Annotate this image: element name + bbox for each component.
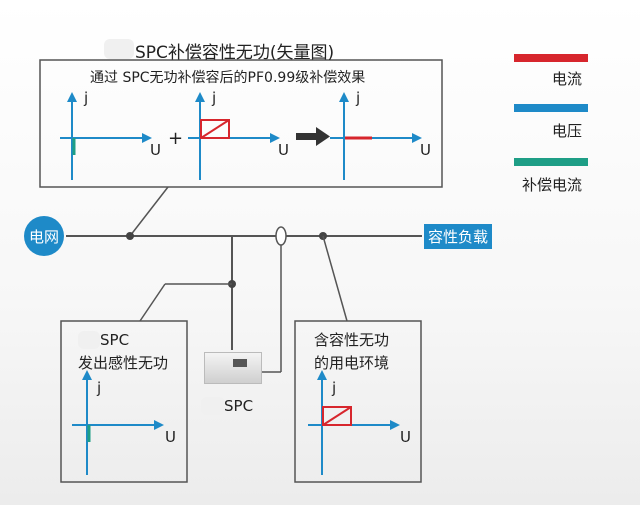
- axis-u-label: U: [400, 428, 411, 446]
- env-leader: [322, 235, 348, 322]
- top-vector-box: [39, 59, 443, 188]
- axis-j-label: j: [332, 379, 337, 397]
- spc-device-label: SPC: [224, 397, 254, 415]
- spc-device-image: [204, 352, 262, 384]
- grid-node: 电网: [24, 216, 64, 256]
- axis-j-label: j: [84, 89, 89, 107]
- ct-sensor: [275, 226, 287, 246]
- vector-panel-load: [188, 92, 280, 180]
- axis-j-label: j: [356, 89, 361, 107]
- axis-j-label: j: [97, 379, 102, 397]
- vector-panel-spc: [72, 370, 164, 475]
- device-screen: [233, 359, 247, 367]
- vector-panel-before: [60, 92, 152, 180]
- logo-placeholder: [78, 331, 100, 349]
- junction-dot: [126, 232, 134, 240]
- spc-box-line1: SPC: [100, 331, 130, 349]
- env-box-line1: 含容性无功: [314, 331, 390, 349]
- axis-u-label: U: [165, 428, 176, 446]
- logo-placeholder: [104, 39, 134, 59]
- diagram-title: SPC补偿容性无功(矢量图): [135, 43, 335, 63]
- capacitive-load-label: 容性负载: [424, 224, 493, 249]
- diagram-subtitle: 通过 SPC无功补偿容后的PF0.99级补偿效果: [90, 70, 366, 86]
- top-box-leader: [129, 186, 169, 237]
- legend-swatch-current: [514, 54, 588, 62]
- axis-u-label: U: [278, 141, 289, 159]
- legend-label-voltage: 电压: [552, 122, 583, 140]
- legend-swatch-comp: [514, 158, 588, 166]
- spc-box-line2: 发出感性无功: [78, 354, 169, 372]
- env-box: [294, 320, 422, 483]
- result-arrow: [296, 127, 330, 146]
- legend-label-current: 电流: [552, 70, 583, 88]
- env-box-line2: 的用电环境: [314, 354, 390, 372]
- spc-box-leader: [139, 283, 166, 322]
- legend-label-compensation: 补偿电流: [522, 176, 583, 194]
- vector-panel-env: [308, 370, 400, 475]
- axis-u-label: U: [150, 141, 161, 159]
- logo-placeholder: [201, 397, 225, 415]
- vector-panel-after: [330, 92, 422, 180]
- axis-j-label: j: [212, 89, 217, 107]
- spc-box: [60, 320, 188, 483]
- legend-swatch-voltage: [514, 104, 588, 112]
- plus-operator: +: [168, 128, 184, 149]
- axis-u-label: U: [420, 141, 431, 159]
